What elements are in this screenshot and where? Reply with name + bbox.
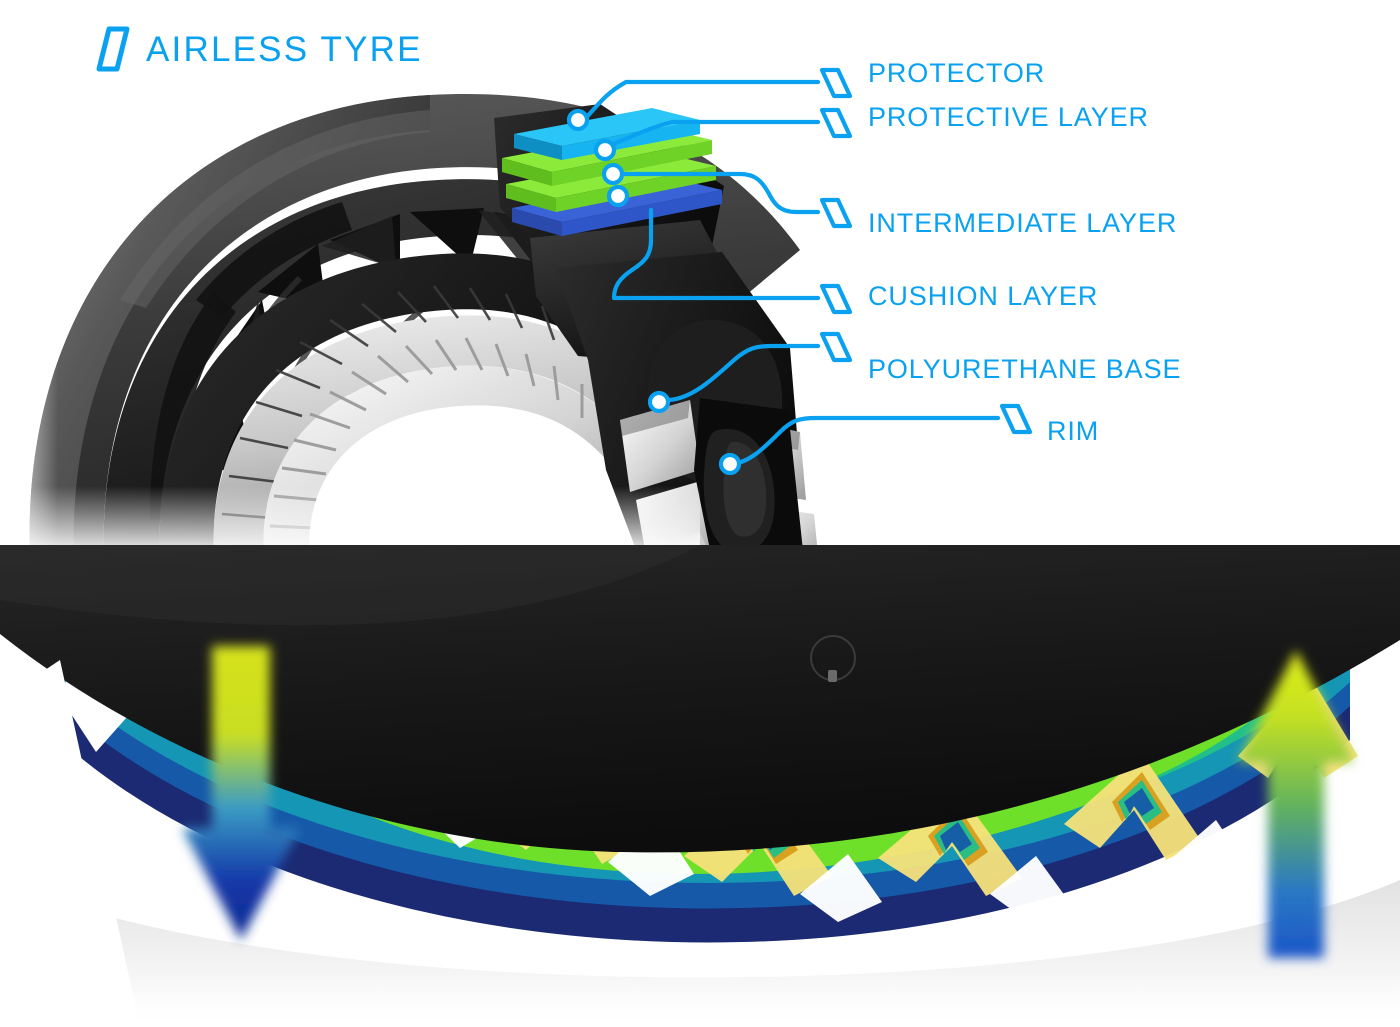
anchor-dot-protective-layer	[593, 138, 617, 162]
fea-band-blue	[60, 660, 1350, 909]
callout-label-protective-layer: PROTECTIVE LAYER	[868, 102, 1149, 132]
slash-marker-protector	[819, 67, 853, 99]
callout-label-rim: RIM	[1047, 416, 1100, 446]
callout-label-cushion-layer: CUSHION LAYER	[868, 281, 1099, 311]
load-arrow-down	[182, 646, 300, 940]
leader-line-cushion-helper	[618, 196, 884, 246]
callout-anchor-dots	[566, 108, 742, 476]
callout-label-intermediate-layer: INTERMEDIATE LAYER	[868, 208, 1178, 238]
slash-parallelogram-logo-icon	[96, 26, 130, 72]
callout-slash-markers	[819, 67, 1033, 435]
callout-label-polyurethane-base: POLYURETHANE BASE	[868, 354, 1182, 384]
anchor-dot-intermediate-layer	[601, 162, 625, 186]
leader-line-protector	[583, 79, 821, 121]
fea-scene-group	[0, 545, 1400, 1027]
slash-marker-intermediate-layer	[819, 197, 853, 229]
tyre-inner-hoop	[159, 253, 688, 545]
brand-header: AIRLESS TYRE	[96, 26, 423, 72]
leader-line-rim	[727, 415, 1001, 467]
leader-line-protective-layer	[602, 119, 821, 150]
anchor-dot-protector	[566, 108, 590, 132]
anchor-dot-rim	[718, 452, 742, 476]
leader-line-intermediate-layer	[611, 171, 821, 215]
anchor-dot-cushion-layer	[606, 184, 630, 208]
leader-line-cushion-layer	[611, 207, 821, 301]
valve-circle-detail	[810, 635, 856, 682]
slash-marker-protective-layer	[819, 107, 853, 139]
anchor-dot-polyurethane-base	[647, 390, 671, 414]
slash-marker-rim	[999, 403, 1033, 435]
leader-line-polyurethane-base	[664, 343, 821, 403]
slash-marker-cushion-layer	[819, 283, 853, 315]
callout-label-protector: PROTECTOR	[868, 58, 1046, 88]
reaction-arrow-up	[1238, 650, 1354, 958]
page-title: AIRLESS TYRE	[146, 29, 423, 69]
tyre-carcass-band	[0, 545, 1400, 853]
slash-marker-polyurethane-base	[819, 331, 853, 363]
